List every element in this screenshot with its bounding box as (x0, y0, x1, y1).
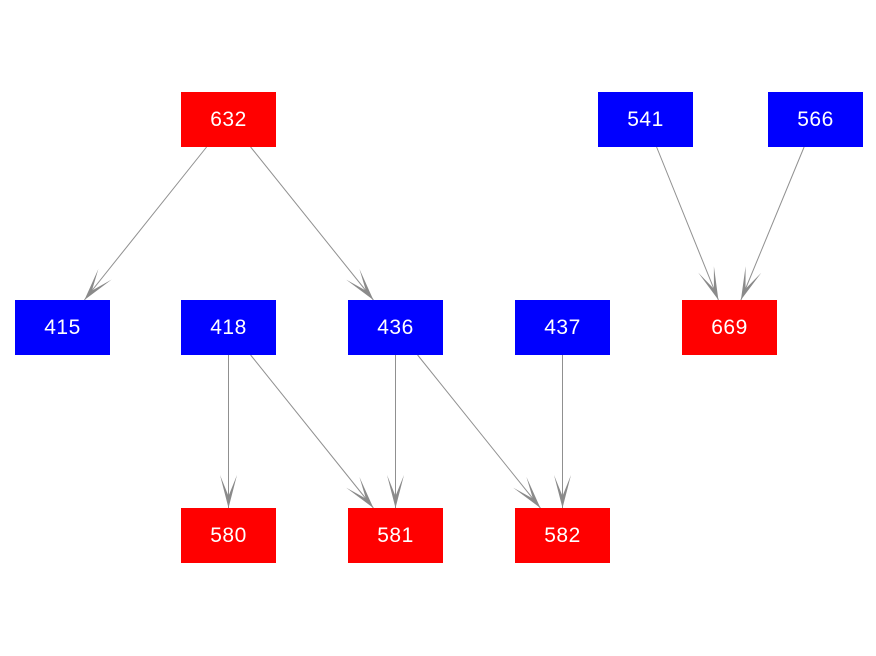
node-label-415: 415 (44, 316, 81, 339)
node-label-418: 418 (210, 316, 247, 339)
graph-node-566: 566 (768, 92, 863, 147)
node-label-669: 669 (711, 316, 748, 339)
graph-node-436: 436 (348, 300, 443, 355)
node-label-541: 541 (627, 108, 664, 131)
edge-arrowhead-418-581 (346, 476, 374, 508)
node-label-437: 437 (544, 316, 581, 339)
graph-node-582: 582 (515, 508, 610, 563)
graph-node-437: 437 (515, 300, 610, 355)
edge-line-632-415 (84, 146, 207, 301)
edge-line-436-582 (417, 354, 541, 509)
edge-arrowhead-418-580 (220, 475, 237, 508)
graph-node-581: 581 (348, 508, 443, 563)
edge-line-632-436 (250, 146, 374, 301)
node-label-581: 581 (377, 524, 414, 547)
node-label-580: 580 (210, 524, 247, 547)
edge-arrowhead-437-582 (554, 475, 571, 508)
edge-arrowhead-436-581 (387, 475, 404, 508)
edge-line-541-669 (656, 146, 719, 301)
graph-node-418: 418 (181, 300, 276, 355)
graph-node-541: 541 (598, 92, 693, 147)
node-label-632: 632 (210, 108, 247, 131)
edge-arrowhead-436-582 (513, 476, 541, 508)
edge-arrowhead-632-415 (84, 268, 112, 300)
edge-arrowhead-541-669 (698, 266, 719, 300)
node-label-436: 436 (377, 316, 414, 339)
edge-line-418-581 (250, 354, 374, 509)
graph-node-415: 415 (15, 300, 110, 355)
graph-node-580: 580 (181, 508, 276, 563)
graph-node-632: 632 (181, 92, 276, 147)
edge-arrowhead-632-436 (346, 268, 374, 300)
edge-arrowhead-566-669 (740, 266, 762, 300)
graph-node-669: 669 (682, 300, 777, 355)
node-label-566: 566 (797, 108, 834, 131)
edge-line-566-669 (740, 146, 805, 301)
node-label-582: 582 (544, 524, 581, 547)
